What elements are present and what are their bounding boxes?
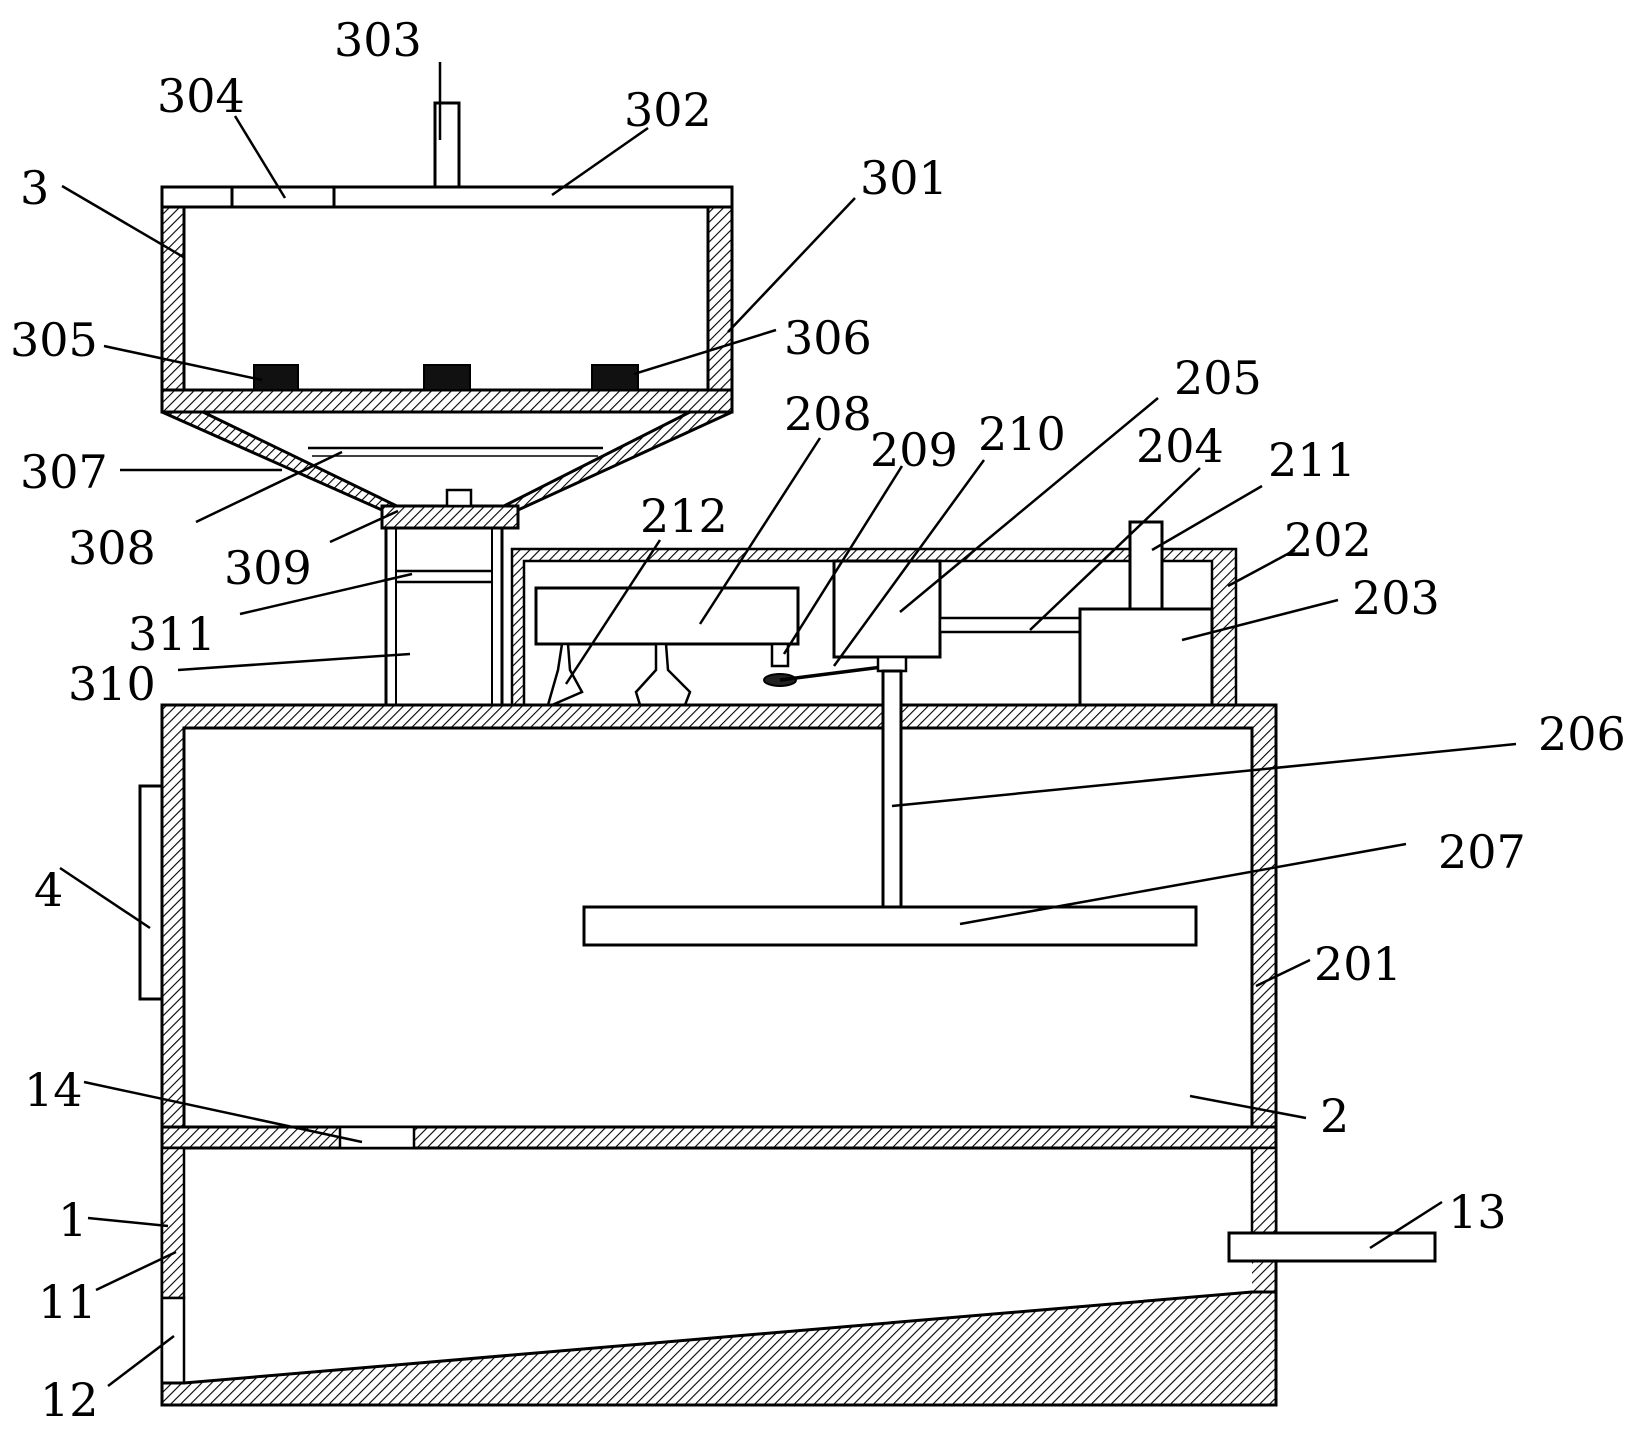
label-211: 211 <box>1268 433 1356 487</box>
label-303: 303 <box>334 13 422 67</box>
hopper-lid <box>160 185 734 209</box>
shaft-204 <box>938 616 1082 634</box>
label-204: 204 <box>1136 419 1224 473</box>
top-housing <box>510 520 1238 707</box>
hopper-plate <box>160 388 734 414</box>
leader-lines <box>59 62 1517 1387</box>
rotating-plate-207 <box>582 905 1198 947</box>
funnel-bottom-plate <box>380 504 520 530</box>
partition-opening-14 <box>338 1125 416 1150</box>
label-12: 12 <box>40 1373 99 1427</box>
left-lower-wall <box>160 1146 186 1300</box>
motor-203 <box>1078 607 1214 707</box>
block-306 <box>591 364 639 391</box>
main-box <box>138 669 1437 1407</box>
outlet-pipe-13 <box>1227 1231 1437 1263</box>
block-middle <box>423 364 471 391</box>
label-311: 311 <box>128 607 216 661</box>
label-306: 306 <box>784 311 872 365</box>
small-gear-209 <box>770 642 790 668</box>
hopper-right-wall <box>706 205 734 394</box>
label-201: 201 <box>1314 937 1402 991</box>
label-3: 3 <box>20 161 49 215</box>
label-210: 210 <box>978 407 1066 461</box>
label-207: 207 <box>1438 825 1526 879</box>
label-308: 308 <box>68 521 156 575</box>
label-1: 1 <box>58 1193 87 1247</box>
label-13: 13 <box>1448 1185 1507 1239</box>
label-4: 4 <box>34 863 63 917</box>
label-310: 310 <box>68 657 156 711</box>
hopper-left-wall <box>160 205 186 394</box>
label-302: 302 <box>624 83 712 137</box>
label-203: 203 <box>1352 571 1440 625</box>
label-307: 307 <box>20 445 108 499</box>
cone-foot-1 <box>546 642 584 707</box>
label-301: 301 <box>860 151 948 205</box>
funnel-left-wall <box>161 410 406 512</box>
labels: 303 304 302 3 301 305 306 307 308 309 31… <box>10 13 1626 1427</box>
door-12 <box>160 1296 186 1385</box>
label-202: 202 <box>1284 513 1372 567</box>
gearbox-208 <box>534 586 800 646</box>
rotating-shaft-206 <box>881 669 903 909</box>
label-2: 2 <box>1320 1089 1349 1143</box>
label-206: 206 <box>1538 707 1626 761</box>
label-208: 208 <box>784 387 872 441</box>
label-304: 304 <box>157 69 245 123</box>
label-209: 209 <box>870 423 958 477</box>
cone-foot-2 <box>634 642 692 707</box>
label-309: 309 <box>224 541 312 595</box>
valve-knob <box>445 488 473 508</box>
label-14: 14 <box>24 1063 83 1117</box>
inlet-pipe <box>433 101 461 189</box>
sloped-floor <box>160 1290 1278 1407</box>
exhaust-pipe-211 <box>1128 520 1164 611</box>
label-205: 205 <box>1174 351 1262 405</box>
label-212: 212 <box>640 489 728 543</box>
shaft-coupling <box>876 655 908 673</box>
observation-window-4 <box>138 784 164 1001</box>
right-lower-wall <box>1250 1146 1278 1235</box>
partition-plate <box>160 1125 1278 1150</box>
label-305: 305 <box>10 313 98 367</box>
block-305 <box>253 364 299 391</box>
label-11: 11 <box>38 1275 97 1329</box>
